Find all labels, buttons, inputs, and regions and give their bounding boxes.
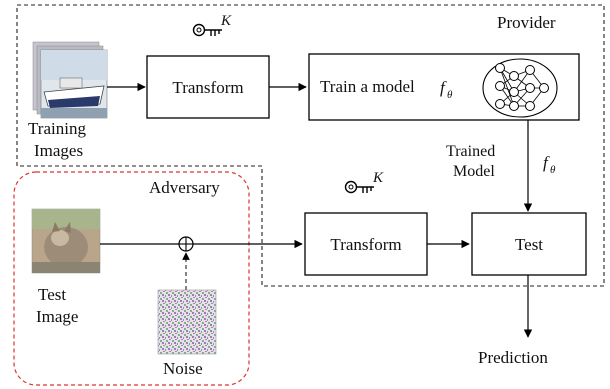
train-model-symbol: f [440,78,447,97]
training-images [32,41,108,119]
key-icon-bottom [344,180,374,194]
adversary-region [13,171,250,386]
prediction-label: Prediction [478,348,548,367]
transform-box-bottom [304,212,428,276]
noise-label: Noise [163,359,203,378]
test-box [471,212,587,276]
test-image [31,208,101,274]
test-label: Test [515,235,543,254]
training-images-label-line2: Images [34,141,83,160]
trained-model-line2: Model [453,163,495,180]
transform-top-label: Transform [172,78,243,97]
trained-model-symbol: f [543,153,550,172]
trained-model-line1: Trained [446,143,495,160]
key-top-letter: K [220,13,232,29]
adversary-label: Adversary [149,178,220,197]
test-image-label-line1: Test [38,285,66,304]
provider-label: Provider [497,13,556,32]
neural-network-icon [482,58,558,118]
provider-region [16,4,605,287]
trained-model-subscript: θ [550,164,556,176]
transform-bottom-label: Transform [330,235,401,254]
key-icon-top [192,23,222,37]
train-model-label: Train a model [320,77,415,96]
test-image-label-line2: Image [36,307,78,326]
training-images-label-line1: Training [28,119,86,138]
add-operator-icon [178,236,194,252]
transform-box-top [146,55,270,119]
key-bottom-letter: K [372,170,384,186]
noise-image [157,289,217,355]
train-model-subscript: θ [447,89,453,101]
